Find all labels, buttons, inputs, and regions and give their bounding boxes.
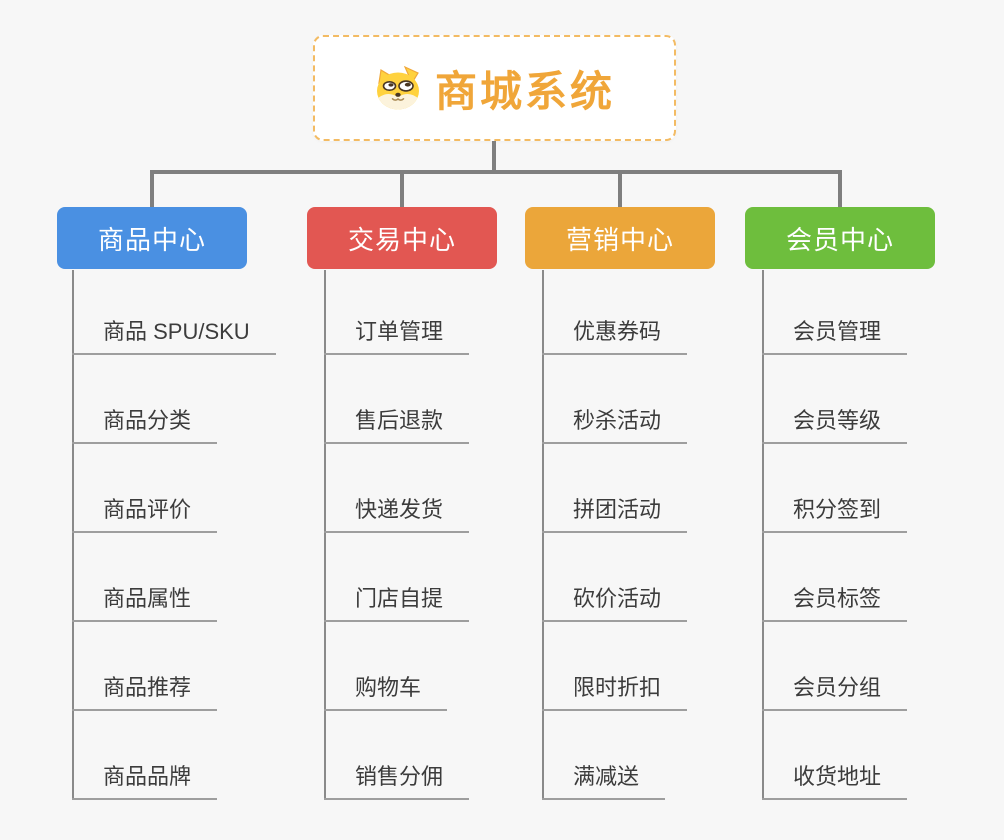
root-node[interactable]: 商城系统: [313, 35, 676, 141]
connector-drop-trade: [400, 170, 404, 207]
connector-drop-products: [150, 170, 154, 207]
child-node[interactable]: 拼团活动: [542, 494, 688, 533]
child-node[interactable]: 商品推荐: [72, 672, 218, 711]
branch-node-trade[interactable]: 交易中心: [307, 207, 497, 269]
child-node[interactable]: 砍价活动: [542, 583, 688, 622]
child-node[interactable]: 商品属性: [72, 583, 218, 622]
child-node[interactable]: 满减送: [542, 761, 666, 800]
child-node[interactable]: 秒杀活动: [542, 405, 688, 444]
child-node[interactable]: 会员标签: [762, 583, 908, 622]
child-node[interactable]: 商品品牌: [72, 761, 218, 800]
child-node[interactable]: 优惠券码: [542, 316, 688, 355]
child-node[interactable]: 收货地址: [762, 761, 908, 800]
child-node[interactable]: 积分签到: [762, 494, 908, 533]
dog-face-icon: [376, 66, 419, 110]
child-node[interactable]: 快递发货: [324, 494, 470, 533]
child-node[interactable]: 商品评价: [72, 494, 218, 533]
connector-root-drop: [492, 141, 496, 174]
branch-node-marketing[interactable]: 营销中心: [525, 207, 715, 269]
connector-drop-members: [838, 170, 842, 207]
root-title: 商城系统: [434, 67, 615, 115]
connector-drop-marketing: [618, 170, 622, 207]
child-node[interactable]: 销售分佣: [324, 761, 470, 800]
child-node[interactable]: 门店自提: [324, 583, 470, 622]
child-node[interactable]: 限时折扣: [542, 672, 688, 711]
branch-node-products[interactable]: 商品中心: [57, 207, 247, 269]
child-node[interactable]: 会员等级: [762, 405, 908, 444]
branch-children-members: 会员管理 会员等级 积分签到 会员标签 会员分组 收货地址: [762, 270, 1004, 800]
branch-node-members[interactable]: 会员中心: [745, 207, 935, 269]
branch-children-marketing: 优惠券码 秒杀活动 拼团活动 砍价活动 限时折扣 满减送: [542, 270, 792, 800]
child-node[interactable]: 购物车: [324, 672, 448, 711]
connector-horizontal-rail: [150, 170, 842, 174]
child-node[interactable]: 订单管理: [324, 316, 470, 355]
child-node[interactable]: 商品分类: [72, 405, 218, 444]
child-node[interactable]: 会员管理: [762, 316, 908, 355]
branch-children-products: 商品 SPU/SKU 商品分类 商品评价 商品属性 商品推荐 商品品牌: [72, 270, 322, 800]
child-node[interactable]: 售后退款: [324, 405, 470, 444]
child-node[interactable]: 会员分组: [762, 672, 908, 711]
child-node[interactable]: 商品 SPU/SKU: [72, 316, 276, 355]
branch-children-trade: 订单管理 售后退款 快递发货 门店自提 购物车 销售分佣: [324, 270, 574, 800]
